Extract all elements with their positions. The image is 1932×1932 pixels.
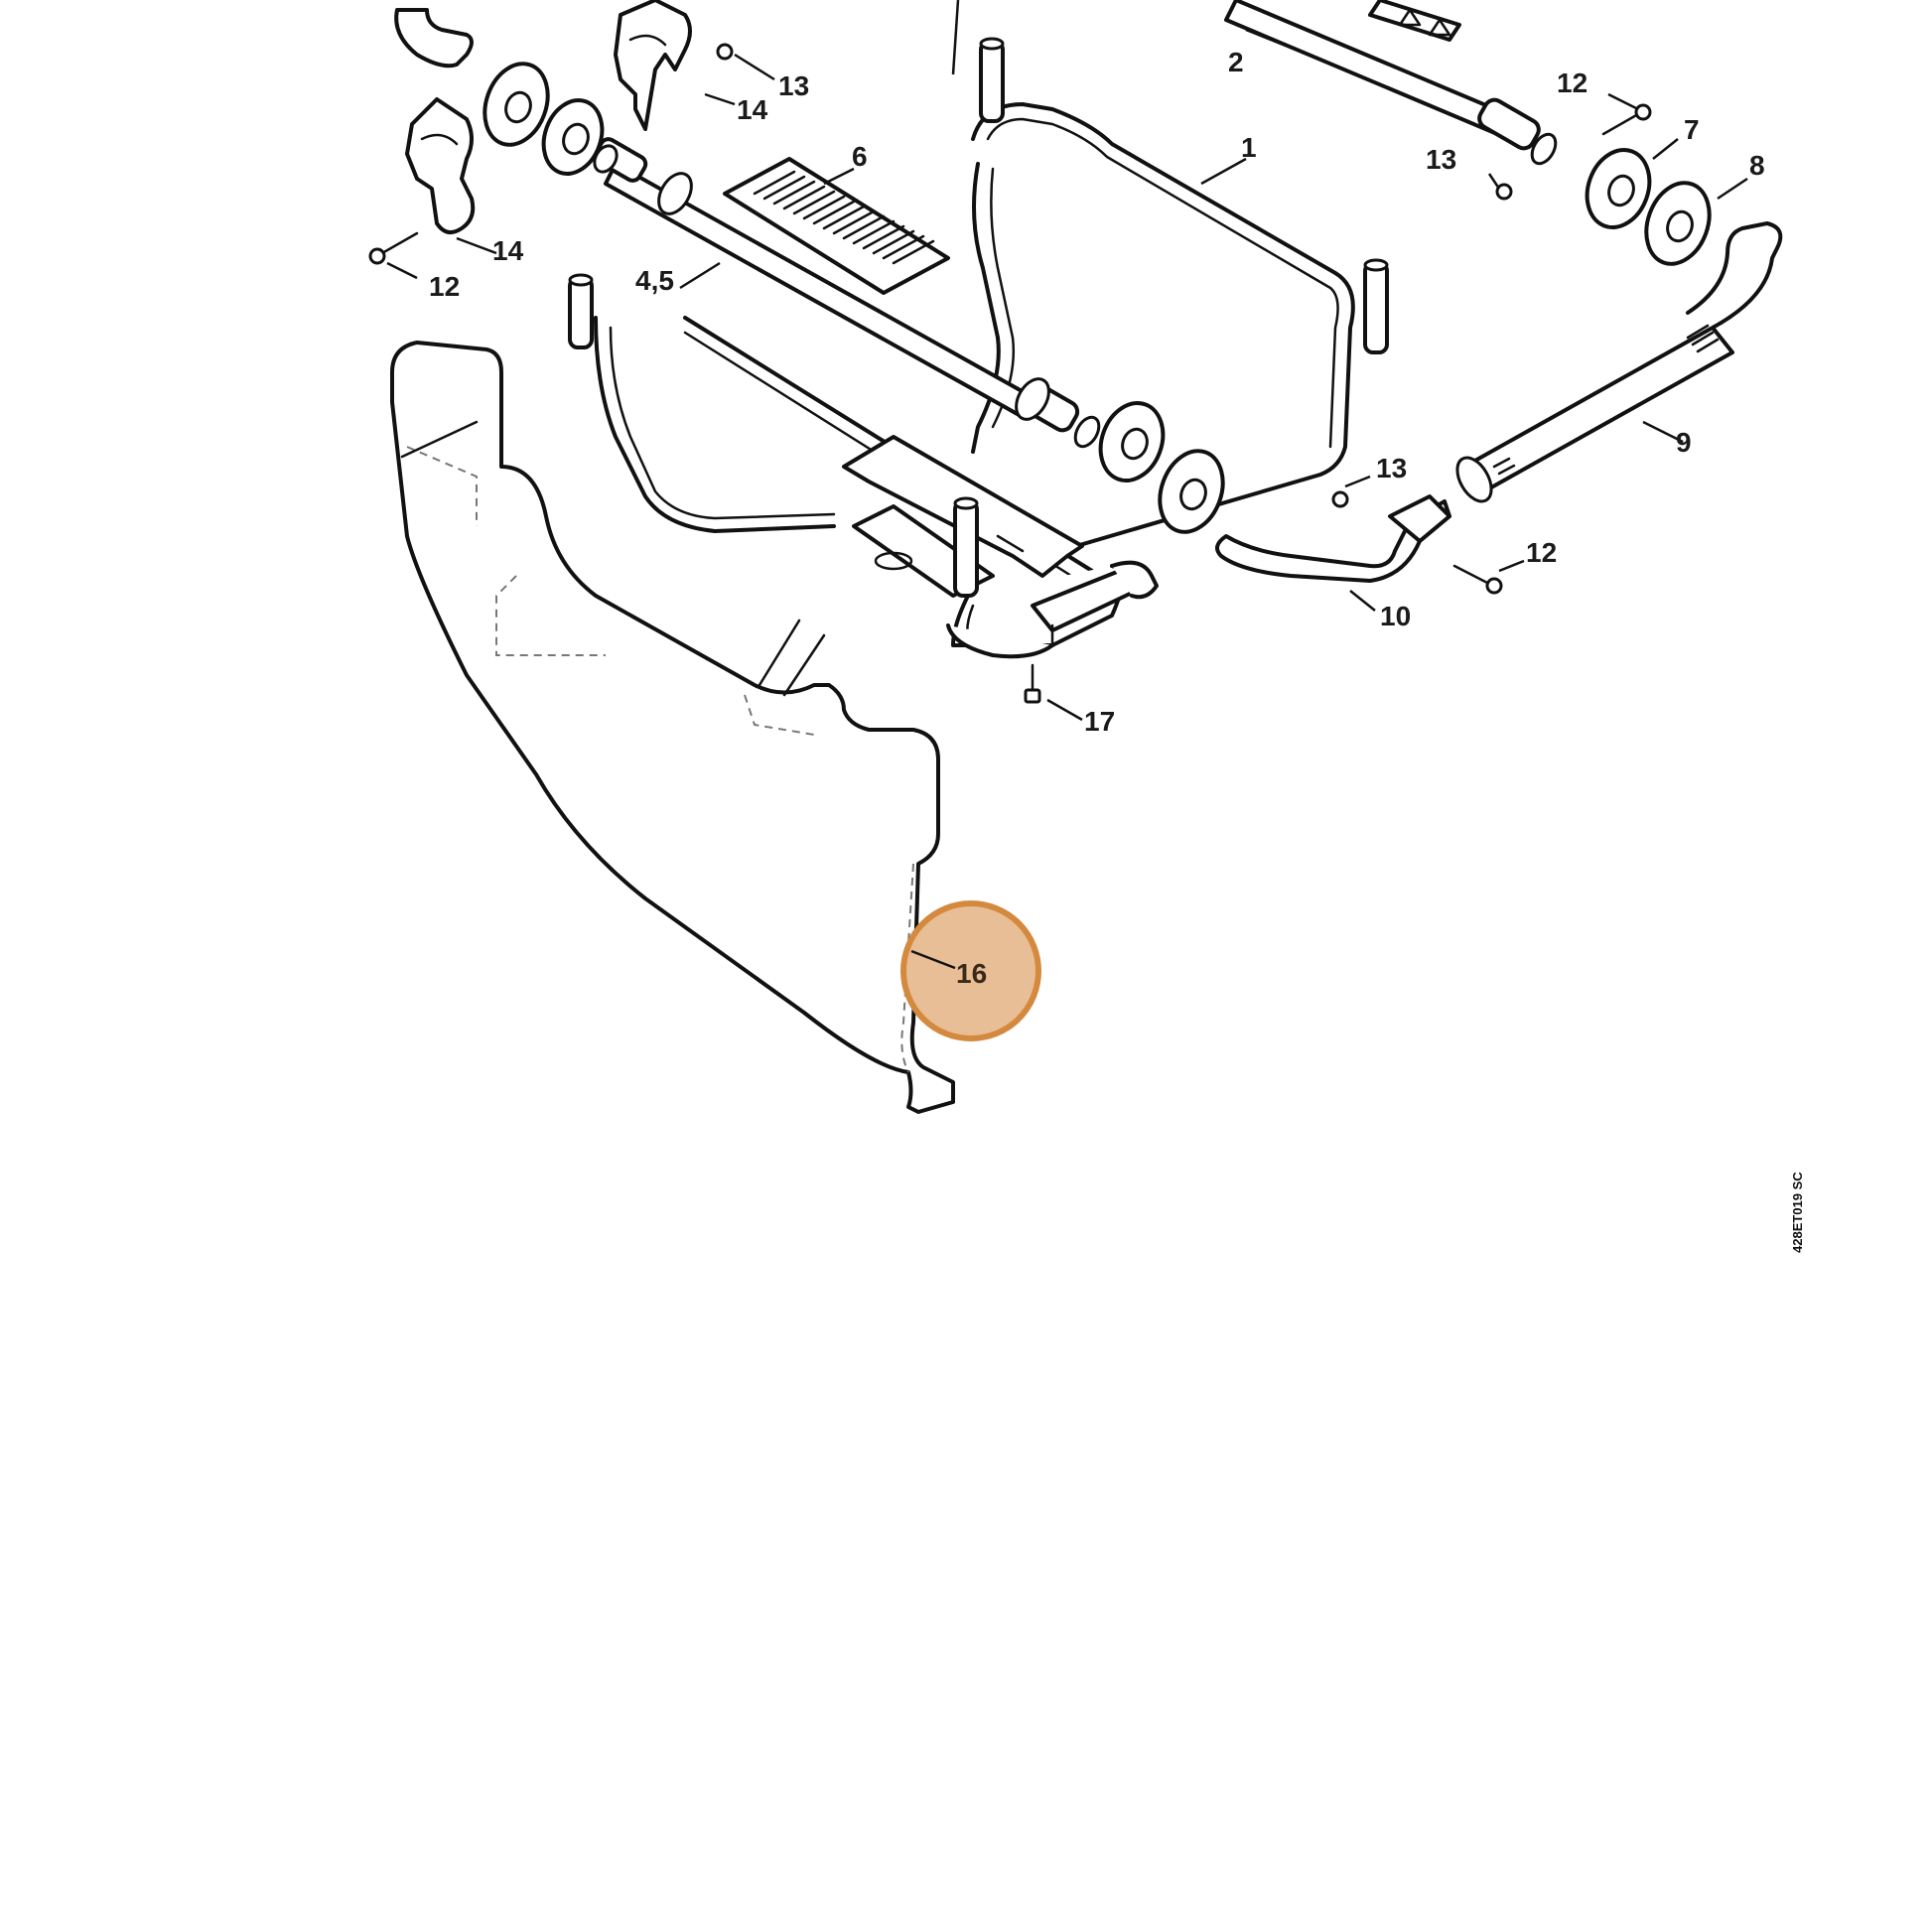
callout-7[interactable]: 7	[1684, 114, 1700, 145]
callout-9[interactable]: 9	[1676, 427, 1692, 458]
rear-axle[interactable]	[1224, 0, 1561, 168]
screw-12-right-top[interactable]	[1601, 103, 1652, 136]
bearing-7[interactable]	[1577, 141, 1660, 236]
callout-14-left[interactable]: 14	[492, 235, 524, 266]
highlight-marker[interactable]	[900, 900, 1041, 1041]
nut-13-top[interactable]	[716, 43, 734, 61]
screw-17[interactable]	[1024, 663, 1041, 704]
front-axle[interactable]	[590, 136, 1103, 451]
wheel-hub-left[interactable]	[474, 55, 558, 153]
callout-labels: 1 2 4,5 6 7 8 9 10 12 12 12 13 13 13 14 …	[429, 47, 1765, 989]
leader-lines	[386, 0, 1748, 722]
frame-posts	[568, 37, 1389, 598]
clamp-half-upper[interactable]	[614, 0, 692, 131]
callout-17[interactable]: 17	[1084, 706, 1115, 737]
callout-13-center[interactable]: 13	[1376, 453, 1407, 483]
callout-10[interactable]: 10	[1380, 601, 1411, 631]
footplate[interactable]	[723, 157, 950, 295]
callout-16[interactable]: 16	[956, 958, 987, 989]
push-handle[interactable]	[1450, 221, 1783, 507]
grass-catcher-bag[interactable]	[390, 341, 955, 1114]
screw-12-right-bottom[interactable]	[1452, 564, 1503, 595]
callout-1[interactable]: 1	[1241, 132, 1257, 163]
callout-12-right-top[interactable]: 12	[1557, 68, 1587, 98]
callout-13-right[interactable]: 13	[1426, 144, 1456, 175]
drawing-reference: 428ET019 SC	[1790, 1172, 1805, 1253]
left-handle[interactable]	[394, 8, 474, 69]
nut-13-right[interactable]	[1495, 183, 1513, 201]
callout-12-left[interactable]: 12	[429, 271, 460, 302]
screw-12-left[interactable]	[368, 231, 419, 265]
bearing-center[interactable]	[1090, 394, 1173, 489]
callout-14-top[interactable]: 14	[737, 94, 768, 125]
highlight-circle	[900, 900, 1041, 1041]
callout-13-top[interactable]: 13	[778, 70, 809, 101]
wheel-hub-8[interactable]	[1635, 174, 1720, 272]
callout-12-right-bottom[interactable]: 12	[1526, 537, 1557, 568]
wheel-hub-center[interactable]	[1149, 442, 1233, 540]
callout-2[interactable]: 2	[1228, 47, 1244, 77]
bearing-left[interactable]	[534, 92, 613, 183]
callout-8[interactable]: 8	[1749, 150, 1765, 181]
callout-6[interactable]: 6	[852, 141, 868, 172]
handle-end-piece[interactable]	[1215, 494, 1451, 583]
clamp-half-lower[interactable]	[405, 97, 476, 234]
chassis-frame[interactable]	[594, 102, 1355, 659]
callout-4-5[interactable]: 4,5	[635, 265, 674, 296]
nut-13-center[interactable]	[1331, 490, 1349, 508]
